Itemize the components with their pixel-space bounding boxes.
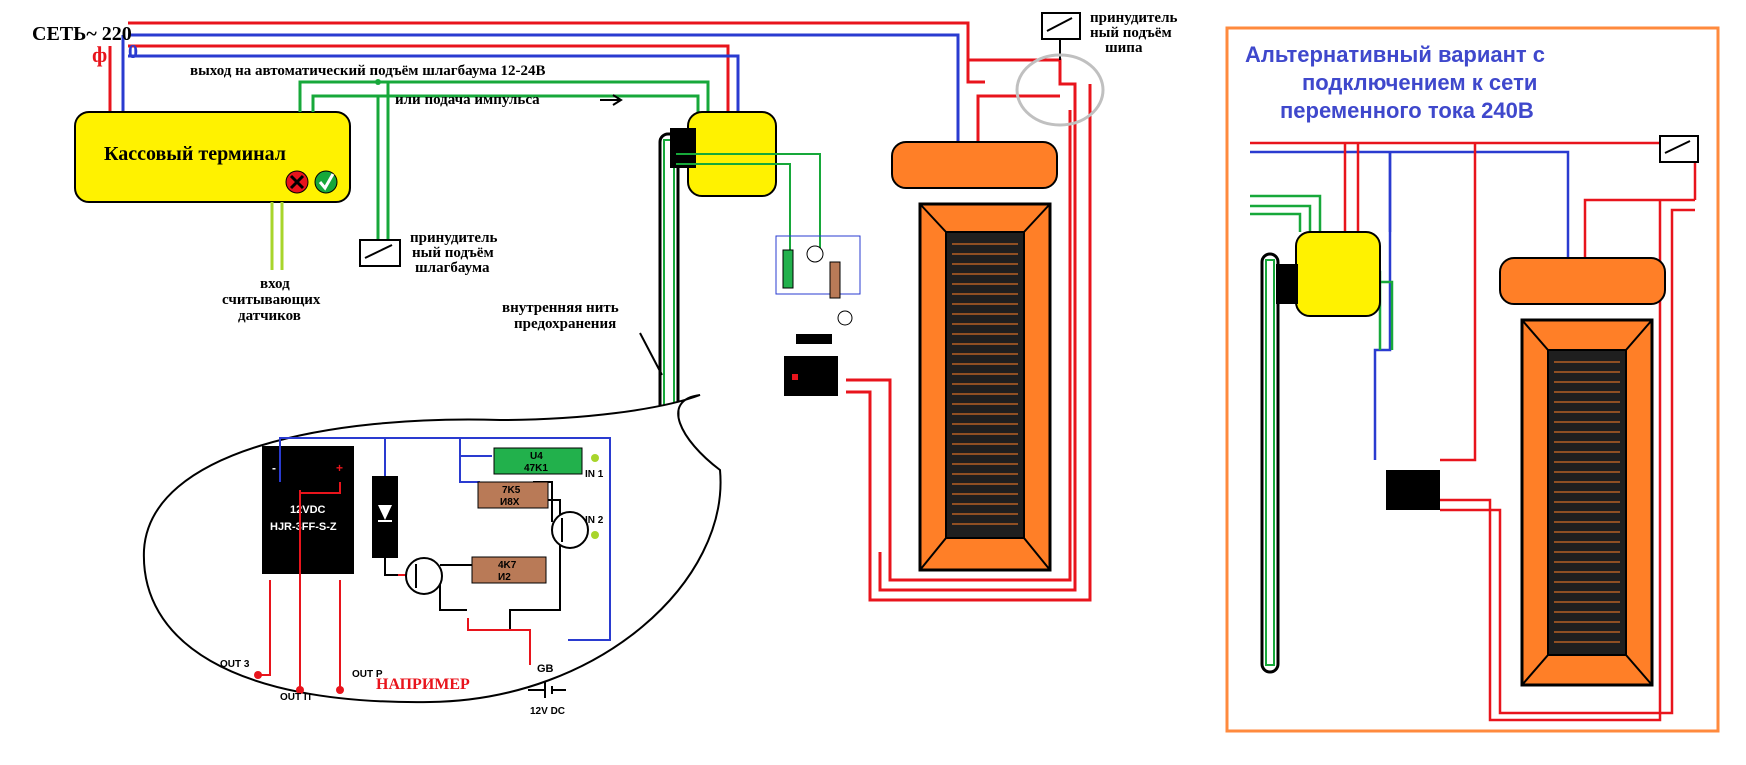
signal-wires [298, 80, 710, 240]
transistor-2 [551, 511, 589, 549]
sensor-input-label-3: датчиков [238, 308, 301, 324]
spike-switch-highlight [1015, 53, 1105, 127]
spike-forced-switch [1015, 12, 1105, 127]
alt-relay [1386, 470, 1440, 510]
resistor-4k7-line2: И2 [498, 572, 511, 583]
fuse-thread-label-2: предохранения [514, 316, 616, 332]
battery-voltage: 12V DC [530, 706, 565, 717]
impulse-arrow-icon [600, 94, 623, 106]
relay-plus: + [336, 461, 343, 475]
callout-bubble [142, 394, 722, 704]
battery [528, 682, 566, 698]
forced-spike-label-1: принудитель [1090, 10, 1177, 26]
forced-spike-label-3: шипа [1105, 40, 1143, 56]
circuit-wires-blue [279, 437, 611, 641]
output-r-label: OUT P [352, 669, 383, 680]
resistor-7k5-line1: 7K5 [502, 485, 521, 496]
relay-minus: - [272, 461, 276, 475]
output-p-label: OUT П [280, 692, 311, 703]
spike-top [891, 141, 1058, 189]
reject-icon-cross [289, 174, 305, 190]
input-2-label: IN 2 [585, 515, 604, 526]
phase-wire-relay [846, 110, 1072, 582]
input-1-label: IN 1 [585, 469, 604, 480]
switch-box [1041, 12, 1081, 40]
resistor-u4 [493, 447, 583, 475]
signal-junction [375, 79, 381, 85]
phase-wire-second [128, 44, 730, 112]
input-1-dot [591, 454, 599, 462]
forced-barrier-label-2: ный подъём [412, 245, 494, 261]
output-3-dot [254, 671, 262, 679]
diode [372, 476, 398, 558]
cash-terminal-label: Кассовый терминал [104, 143, 286, 165]
sensor-input-label-1: вход [260, 276, 290, 292]
sensor-input-wires [270, 202, 284, 270]
auto-output-label: выход на автоматический подъём шлагбаума… [190, 63, 546, 79]
mains-zero-label: 0 [128, 41, 138, 63]
barrier-forced-switch [359, 239, 401, 267]
relay-voltage: 12VDC [290, 504, 326, 516]
fuse-thread-label-1: внутренняя нить [502, 300, 619, 316]
example-bubble [142, 394, 722, 704]
resistor-7k5 [477, 481, 549, 509]
relay-body [262, 446, 354, 574]
spike-block [891, 141, 1058, 572]
example-label: НАПРИМЕР [376, 676, 470, 693]
fuse-thread-pointer [639, 332, 663, 376]
switch-lever [1046, 17, 1073, 32]
circuit-wires-red [258, 482, 531, 690]
accept-icon [314, 170, 338, 194]
phase-wire-spike [878, 58, 1077, 592]
mains-network-label: СЕТЬ~ 220 [32, 23, 132, 45]
phase-wire-spike-2 [976, 94, 1060, 142]
zero-wire-main [128, 33, 960, 142]
zero-wire-controlbox [128, 54, 740, 112]
input-2-dot [591, 531, 599, 539]
mains-wires [108, 21, 1092, 602]
alternative-title-2: подключением к сети [1302, 70, 1537, 95]
resistor-u4-line2: 47K1 [524, 463, 548, 474]
phase-wire-top [128, 21, 985, 84]
output-p-dot [296, 686, 304, 694]
accept-icon-check [318, 173, 335, 191]
spike-inner [945, 231, 1025, 539]
battery-label: GB [537, 663, 554, 675]
output-r-dot [336, 686, 344, 694]
resistor-7k5-line2: И8Х [500, 497, 520, 508]
alternative-title-1: Альтернативный вариант с [1245, 42, 1545, 67]
impulse-label: или подача импульса [395, 92, 540, 108]
cash-terminal-body [74, 111, 351, 203]
relay [262, 446, 354, 574]
forced-barrier-label-1: принудитель [410, 230, 497, 246]
sensor-input-label-2: считывающих [222, 292, 321, 308]
alternative-title-3: переменного тока 240В [1280, 98, 1534, 123]
alt-switch [1659, 135, 1699, 163]
output-3-label: OUT 3 [220, 659, 250, 670]
forced-barrier-label-3: шлагбаума [415, 260, 490, 276]
resistor-4k7 [471, 556, 547, 584]
resistor-4k7-line1: 4K7 [498, 560, 517, 571]
transistor-1 [405, 557, 443, 595]
mini-circuit [775, 235, 861, 396]
fuse-thread-wires [676, 153, 821, 250]
phase-wire-bottom [846, 84, 1092, 602]
resistor-u4-line1: U4 [530, 451, 543, 462]
cash-terminal [74, 111, 351, 203]
alt-barrier-arm [1260, 252, 1298, 674]
forced-spike-label-2: ный подъём [1090, 25, 1172, 41]
alt-control-box [1295, 231, 1381, 317]
mains-phase-label: ф [92, 42, 107, 67]
relay-model: HJR-3FF-S-Z [270, 521, 337, 533]
